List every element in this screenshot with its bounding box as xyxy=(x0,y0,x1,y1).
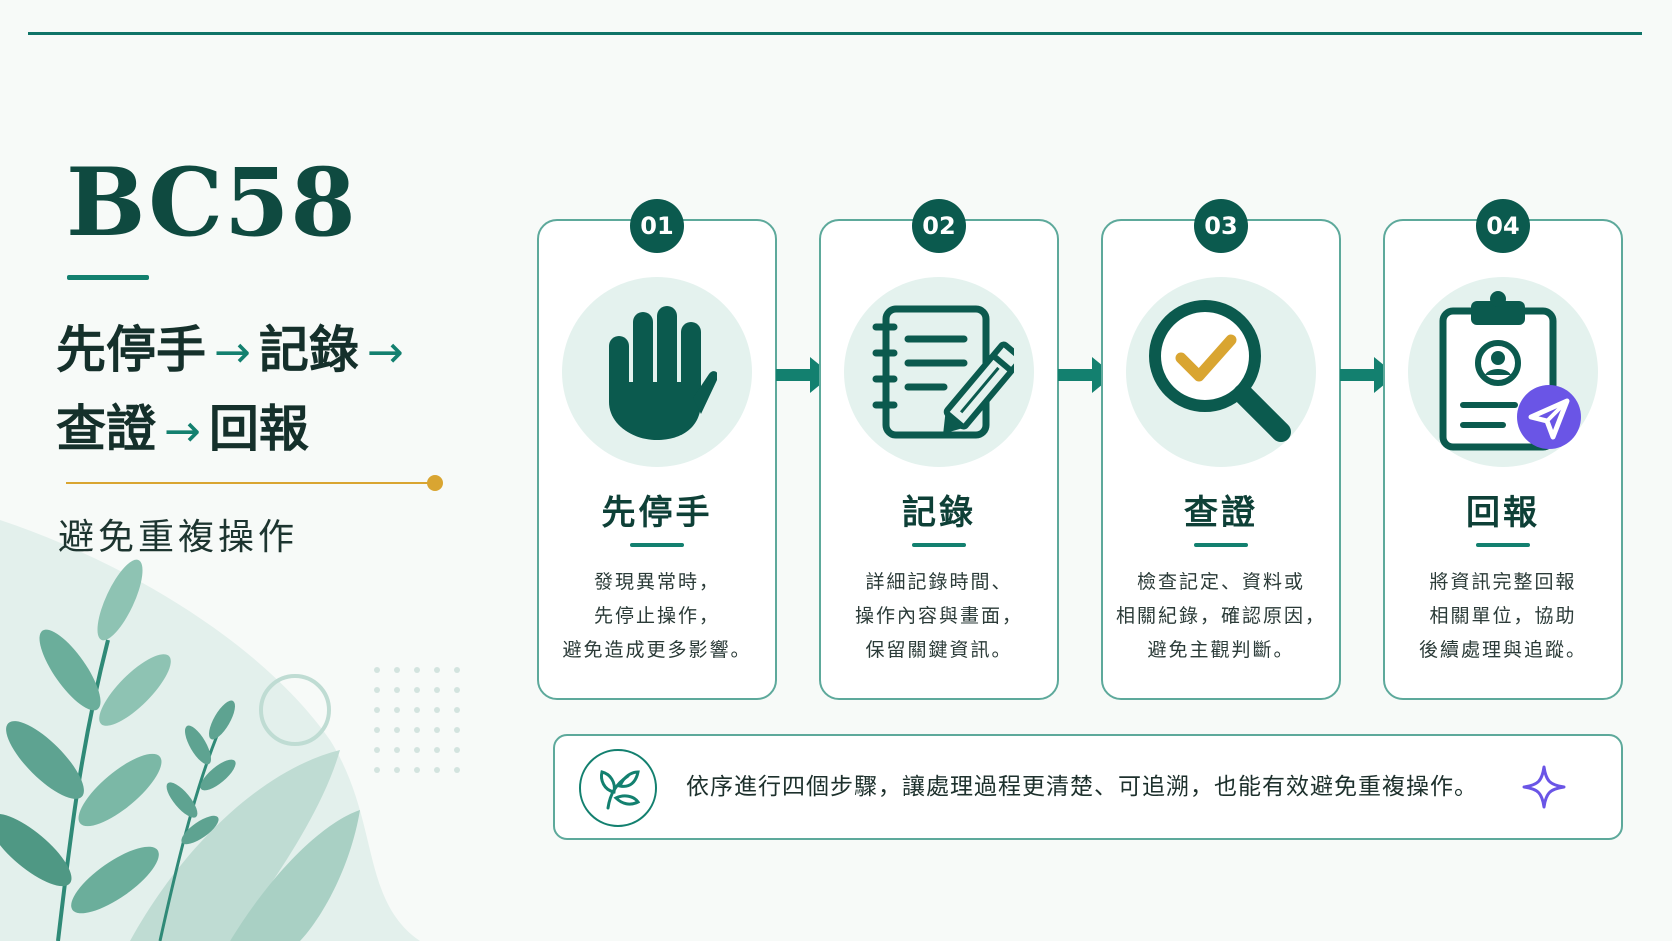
step-card-1: 01 先停手 發現異常時， 先停止操作， 避免造成更多影響。 xyxy=(537,199,777,700)
step-description-line: 相關單位，協助 xyxy=(1429,605,1577,627)
sparkle-icon xyxy=(1522,765,1566,809)
step-description-line: 相關紀錄，確認原因， xyxy=(1115,605,1326,627)
step-title: 先停手 xyxy=(601,493,713,533)
gold-divider xyxy=(66,482,436,484)
step-title: 回報 xyxy=(1466,493,1540,533)
flow-arrow-icon xyxy=(776,357,832,393)
note-icon-wrap xyxy=(579,749,657,827)
step-number-badge: 02 xyxy=(912,199,966,253)
step-number-badge: 03 xyxy=(1194,199,1248,253)
headline-step-1: 先停手 xyxy=(56,320,206,379)
step-title-underline xyxy=(630,543,684,547)
step-icon-wrap xyxy=(1408,277,1598,467)
step-description-line: 操作內容與畫面， xyxy=(854,605,1023,627)
step-icon-wrap xyxy=(844,277,1034,467)
step-title-underline xyxy=(1476,543,1530,547)
step-title-underline xyxy=(912,543,966,547)
step-description: 詳細記錄時間、 操作內容與畫面， 保留關鍵資訊。 xyxy=(821,565,1057,667)
clipboard-send-icon xyxy=(1439,291,1581,451)
step-number-badge: 04 xyxy=(1476,199,1530,253)
step-description: 檢查記定、資料或 相關紀錄，確認原因， 避免主觀判斷。 xyxy=(1103,565,1339,667)
subtitle: 避免重複操作 xyxy=(58,517,299,558)
notebook-pencil-icon xyxy=(872,305,1014,439)
step-card-2: 02 記錄 詳細記錄時間、 操作內容與畫面， 保留關鍵資 xyxy=(819,199,1059,700)
step-description-line: 先停止操作， xyxy=(593,605,720,627)
leaf-icon xyxy=(600,770,641,810)
headline-line-2: 查證→回報 xyxy=(56,391,496,470)
headline-line-1: 先停手→記錄→ xyxy=(56,312,496,391)
step-icon-wrap xyxy=(1126,277,1316,467)
step-number-badge: 01 xyxy=(630,199,684,253)
stop-hand-icon xyxy=(609,306,717,440)
step-title: 記錄 xyxy=(902,493,976,533)
step-description: 將資訊完整回報 相關單位，協助 後續處理與追蹤。 xyxy=(1385,565,1621,667)
step-description-line: 保留關鍵資訊。 xyxy=(865,639,1013,661)
step-description-line: 詳細記錄時間、 xyxy=(865,571,1013,593)
step-description-line: 避免主觀判斷。 xyxy=(1147,639,1295,661)
step-description-line: 檢查記定、資料或 xyxy=(1136,571,1305,593)
step-description-line: 將資訊完整回報 xyxy=(1429,571,1577,593)
headline-step-4: 回報 xyxy=(208,399,309,458)
top-divider xyxy=(28,32,1642,35)
step-icon-wrap xyxy=(562,277,752,467)
step-card-4: 04 回報 將資訊完整回報 相關單位，協助 後續處理與追蹤。 xyxy=(1383,199,1623,700)
headline: 先停手→記錄→ 查證→回報 xyxy=(56,312,496,470)
summary-note-text: 依序進行四個步驟，讓處理過程更清楚、可追溯，也能有效避免重複操作。 xyxy=(686,774,1478,800)
flow-arrow-icon xyxy=(1058,357,1114,393)
flow-arrow-icon xyxy=(1340,357,1396,393)
magnifier-check-icon xyxy=(1149,300,1291,442)
gold-divider-dot xyxy=(427,475,443,491)
step-description-line: 後續處理與追蹤。 xyxy=(1418,639,1587,661)
summary-note: 依序進行四個步驟，讓處理過程更清楚、可追溯，也能有效避免重複操作。 xyxy=(553,734,1623,840)
headline-step-3: 查證 xyxy=(56,399,156,458)
title-underline xyxy=(67,275,149,280)
step-card-3: 03 查證 檢查記定、資料或 相關紀錄，確認原因， 避免主觀判斷。 xyxy=(1101,199,1341,700)
page-title: BC58 xyxy=(66,148,357,258)
headline-arrow: → xyxy=(164,406,201,457)
step-title-underline xyxy=(1194,543,1248,547)
step-description-line: 避免造成更多影響。 xyxy=(562,639,752,661)
foliage-decoration-icon xyxy=(0,520,420,941)
dot-grid-decoration xyxy=(374,667,460,773)
headline-arrow: → xyxy=(366,327,404,378)
step-description-line: 發現異常時， xyxy=(593,571,720,593)
headline-arrow: → xyxy=(214,327,251,378)
step-description: 發現異常時， 先停止操作， 避免造成更多影響。 xyxy=(539,565,775,667)
step-title: 查證 xyxy=(1184,493,1258,533)
headline-step-2: 記錄 xyxy=(258,320,359,379)
